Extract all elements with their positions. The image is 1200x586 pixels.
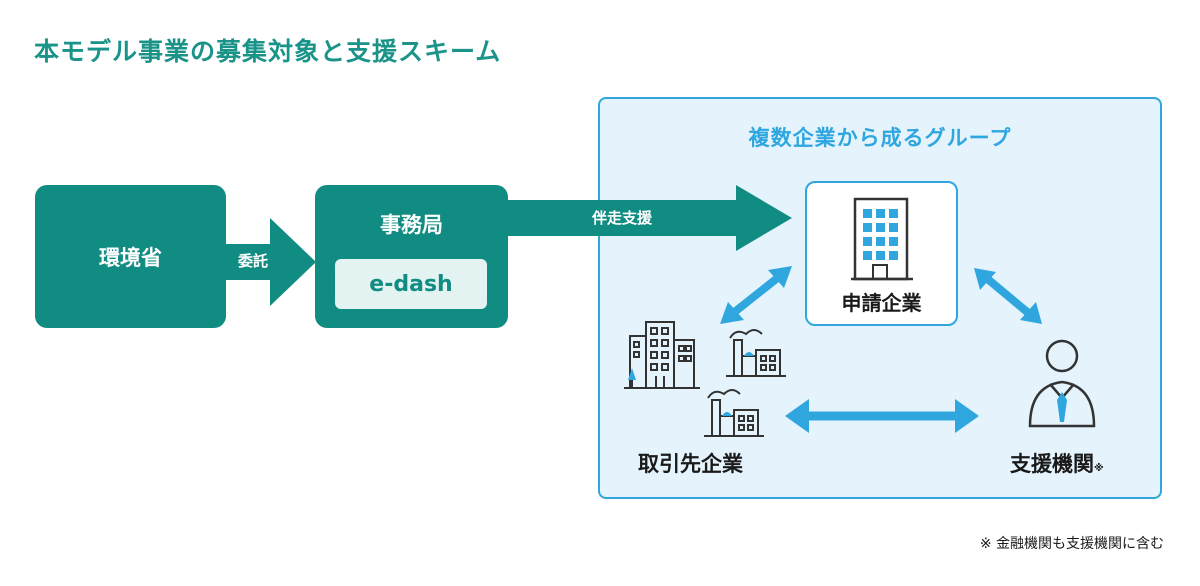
office-building-icon: [624, 321, 700, 389]
itaku-arrow: [224, 218, 316, 306]
secretariat-box: 事務局 e-dash: [315, 185, 508, 328]
factory-icon-top: [726, 329, 786, 377]
page-title: 本モデル事業の募集対象と支援スキーム: [34, 37, 502, 66]
edash-label: e-dash: [369, 271, 453, 297]
bansou-label: 伴走支援: [592, 209, 653, 227]
ministry-box: 環境省: [35, 185, 226, 328]
factory-icon-bottom: [704, 389, 764, 437]
itaku-label: 委託: [238, 252, 269, 270]
double-arrow-bottom: [785, 399, 979, 433]
footnote: ※ 金融機関も支援機関に含む: [979, 536, 1164, 552]
support-org-label: 支援機関※: [1010, 448, 1104, 478]
applicant-label: 申請企業: [841, 291, 922, 315]
double-arrow-right: [974, 268, 1042, 324]
support-org-note-mark: ※: [1094, 463, 1104, 474]
secretariat-label: 事務局: [380, 213, 443, 237]
building-icon: [851, 197, 913, 281]
edash-badge: e-dash: [335, 259, 487, 309]
business-partner-label: 取引先企業: [638, 452, 743, 476]
double-arrow-left: [720, 266, 792, 324]
person-icon: [1028, 339, 1096, 428]
group-title: 複数企業から成るグループ: [748, 126, 1012, 150]
bansou-arrow: [504, 185, 792, 251]
ministry-label: 環境省: [99, 245, 162, 270]
support-org-text: 支援機関: [1010, 452, 1094, 476]
applicant-card: 申請企業: [805, 181, 958, 326]
